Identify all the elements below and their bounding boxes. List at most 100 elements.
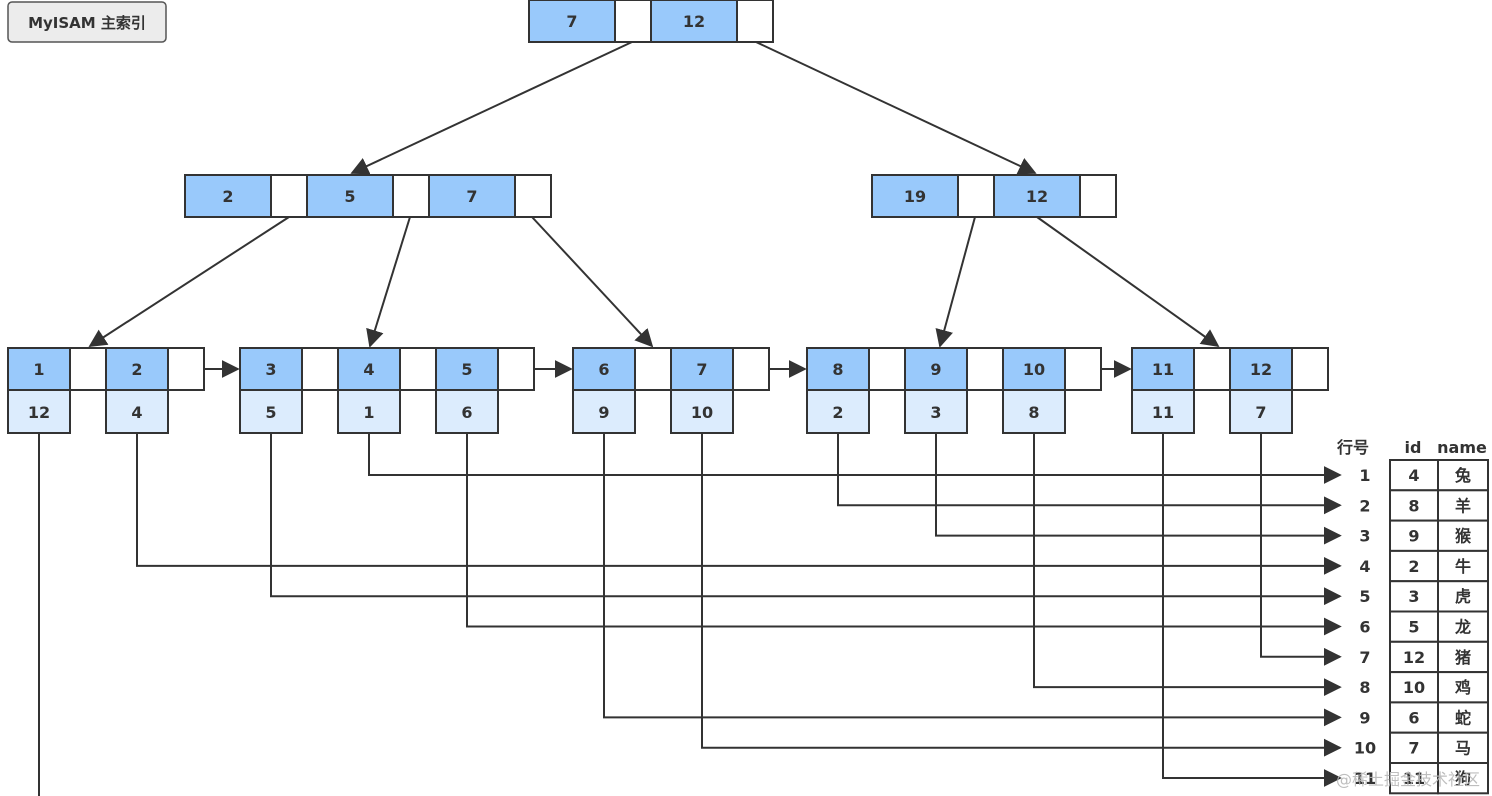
key-label: 7 <box>566 12 577 31</box>
table-id: 4 <box>1408 466 1419 485</box>
table-id: 12 <box>1403 648 1425 667</box>
root-node: 7 12 <box>528 0 774 43</box>
table-cell <box>1437 459 1489 492</box>
table-cell <box>1389 489 1439 522</box>
leaf-key-label: 12 <box>1250 360 1272 379</box>
row-pointer <box>935 433 1342 545</box>
pointer-cell <box>614 0 652 43</box>
table-row-number: 10 <box>1354 739 1376 758</box>
leaf-row-label: 6 <box>461 403 472 422</box>
leaf-pointer-cell <box>399 347 437 391</box>
leaf-pointer-cell <box>167 347 205 391</box>
leaf-row-label: 7 <box>1255 403 1266 422</box>
leaf-key-label: 5 <box>461 360 472 379</box>
table-name: 虎 <box>1455 587 1471 606</box>
leaf-row-label: 10 <box>691 403 713 422</box>
row-pointer <box>368 433 1342 484</box>
leaf-row-cell <box>904 389 968 434</box>
table-header-row-no: 行号 <box>1336 438 1369 457</box>
leaf-pointer-cell <box>634 347 672 391</box>
leaf-key-cell <box>239 347 303 391</box>
leaf-key-cell <box>1131 347 1195 391</box>
tree-edge <box>88 216 290 347</box>
key-label: 5 <box>344 187 355 206</box>
table-name: 牛 <box>1455 557 1471 576</box>
pointer-cell <box>736 0 774 43</box>
table-row-number: 8 <box>1359 678 1370 697</box>
leaf-row-cell <box>337 389 401 434</box>
leaf-key-label: 6 <box>598 360 609 379</box>
leaf-row-label: 1 <box>363 403 374 422</box>
key-cell <box>871 174 959 218</box>
table-cell <box>1389 610 1439 643</box>
leaf-key-label: 11 <box>1152 360 1174 379</box>
table-cell <box>1437 610 1489 643</box>
leaf-row-label: 3 <box>930 403 941 422</box>
leaf-row-cell <box>1002 389 1066 434</box>
table-cell <box>1437 640 1489 674</box>
leaf-row-label: 9 <box>598 403 609 422</box>
leaf-row-label: 11 <box>1152 403 1174 422</box>
leaf-key-label: 1 <box>33 360 44 379</box>
tree-edges <box>88 41 1329 390</box>
table-cell <box>1389 459 1439 492</box>
table-header-id: id <box>1405 438 1422 457</box>
table-cell <box>1389 701 1439 734</box>
title-box: MyISAM 主索引 <box>7 1 167 43</box>
table-name: 鸡 <box>1454 678 1471 697</box>
table-row-number: 6 <box>1359 618 1370 637</box>
row-pointer <box>466 433 1342 636</box>
leaf-pointer-cell <box>301 347 339 391</box>
table-name: 狗 <box>1455 769 1471 788</box>
key-label: 12 <box>1026 187 1048 206</box>
leaf-pointer-cell <box>732 347 770 391</box>
pointer-cell <box>514 174 552 218</box>
table-name: 猪 <box>1454 648 1471 667</box>
leaf-row-cell <box>239 389 303 434</box>
table-id: 3 <box>1408 587 1419 606</box>
leaf-key-label: 9 <box>930 360 941 379</box>
table-cell <box>1389 580 1439 613</box>
row-pointers <box>38 433 1342 796</box>
leaf-row-label: 4 <box>131 403 142 422</box>
tree-edge <box>366 216 411 348</box>
key-cell <box>428 174 516 218</box>
leaf-row-label: 12 <box>28 403 50 422</box>
leaf-row-cell <box>806 389 870 434</box>
key-cell <box>528 0 616 43</box>
key-label: 2 <box>222 187 233 206</box>
table-row: 7 12 猪 <box>1359 640 1489 674</box>
table-name: 蛇 <box>1455 708 1471 727</box>
tree-edge <box>1036 216 1220 348</box>
key-cell <box>650 0 738 43</box>
leaf-row-label: 2 <box>832 403 843 422</box>
leaf-key-label: 4 <box>363 360 374 379</box>
key-label: 12 <box>683 12 705 31</box>
leaf-key-cell <box>1229 347 1293 391</box>
leaf-pointer-cell <box>497 347 535 391</box>
leaf-pointer-cell <box>1291 347 1329 391</box>
row-pointer <box>701 433 1342 757</box>
leaf-pointer-cell <box>69 347 107 391</box>
pointer-cell <box>1079 174 1117 218</box>
leaf-row-label: 8 <box>1028 403 1039 422</box>
table-cell <box>1437 549 1489 583</box>
table-row-number: 7 <box>1359 648 1370 667</box>
table-name: 羊 <box>1455 496 1471 515</box>
leaf-key-cell <box>337 347 401 391</box>
